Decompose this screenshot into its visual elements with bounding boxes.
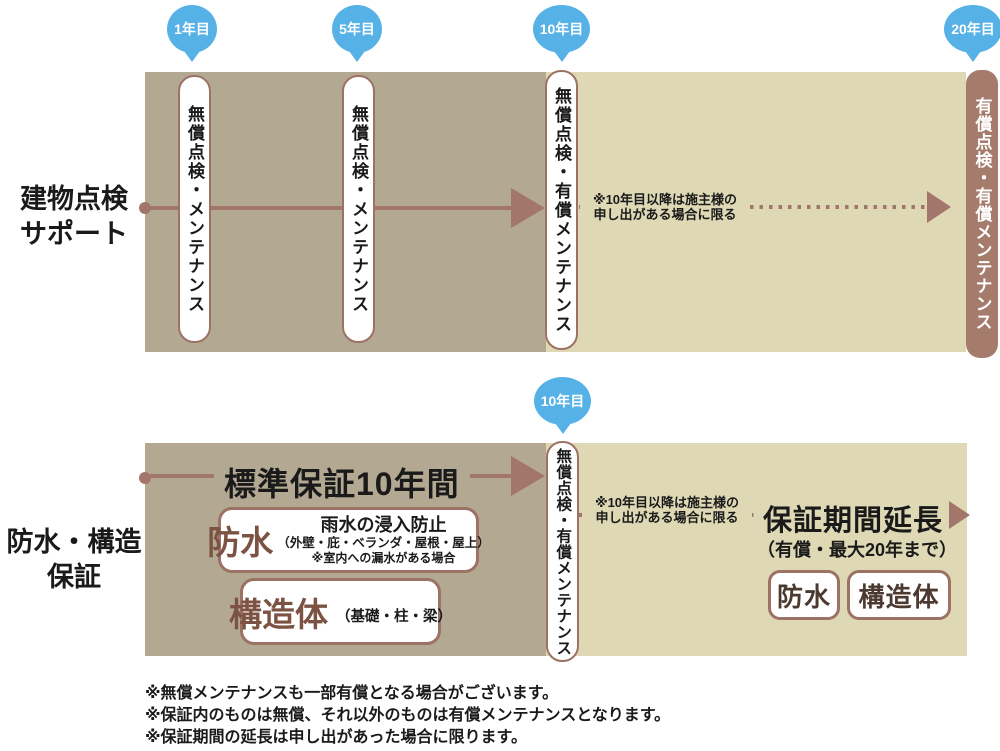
year-marker-20-label: 20年目 — [951, 21, 995, 37]
inspection-solid-arrow-line — [145, 206, 513, 210]
extension-tag-structure-label: 構造体 — [858, 581, 940, 612]
year-marker-10-label: 10年目 — [539, 21, 584, 37]
extension-subtitle: （有償・最大20年まで） — [757, 540, 958, 560]
waterproof-detail-line1: 雨水の浸入防止 — [320, 514, 447, 535]
year-marker-10: 10年目 — [533, 5, 590, 53]
footnote-2: ※保証内のものは無償、それ以外のものは有償メンテナンスとなります。 — [145, 707, 671, 724]
waterproof-title: 防水 — [207, 524, 274, 561]
extension-tag-waterproof-label: 防水 — [776, 581, 831, 612]
inspection-box-year-1-label: 無償点検・メンテナンス — [185, 104, 204, 314]
structure-coverage-box: 構造体 （基礎・柱・梁） — [229, 578, 452, 645]
inspection-box-year-10: 無償点検・有償メンテナンス — [545, 70, 578, 350]
footnotes: ※無償メンテナンスも一部有償となる場合がございます。 ※保証内のものは無償、それ… — [145, 683, 670, 749]
structure-title: 構造体 — [229, 595, 328, 633]
year-marker-1-label: 1年目 — [174, 21, 210, 37]
inspection-box-year-20: 有償点検・有償メンテナンス — [966, 70, 998, 358]
warranty-year-marker-10: 10年目 — [534, 377, 591, 425]
section-title-warranty-line2: 保証 — [47, 562, 101, 592]
year-marker-5-label: 5年目 — [339, 21, 375, 37]
inspection-box-year-10-label: 無償点検・有償メンテナンス — [552, 86, 571, 334]
inspection-box-year-1: 無償点検・メンテナンス — [178, 75, 211, 343]
footnote-1: ※無償メンテナンスも一部有償となる場合がございます。 — [145, 685, 559, 702]
warranty-year-marker-10-label: 10年目 — [540, 393, 585, 409]
inspection-dotted-arrowhead — [927, 191, 951, 223]
waterproof-details: 雨水の浸入防止 （外壁・庇・ベランダ・屋根・屋上） ※室内への漏水がある場合 — [277, 515, 490, 566]
inspection-note: ※10年目以降は施主様の 申し出がある場合に限る — [580, 191, 750, 223]
waterproof-detail-line3: ※室内への漏水がある場合 — [311, 551, 456, 566]
extension-tag-structure: 構造体 — [847, 570, 951, 620]
extension-title: 保証期間延長 — [757, 497, 950, 539]
waterproof-coverage-box: 防水 雨水の浸入防止 （外壁・庇・ベランダ・屋根・屋上） ※室内への漏水がある場… — [207, 507, 490, 573]
year-marker-5: 5年目 — [332, 5, 382, 53]
warranty-dotted-arrowhead — [946, 499, 970, 531]
waterproof-detail-line2: （外壁・庇・ベランダ・屋根・屋上） — [277, 536, 490, 551]
warranty-band-extended-period — [546, 443, 967, 656]
section-title-inspection-line1: 建物点検 — [20, 184, 128, 214]
inspection-note-line1: ※10年目以降は施主様の — [592, 192, 738, 207]
warranty-note-line2: 申し出がある場合に限る — [595, 510, 739, 525]
inspection-box-year-5-label: 無償点検・メンテナンス — [349, 104, 368, 314]
section-title-warranty: 防水・構造 保証 — [0, 525, 148, 595]
section-title-inspection-line2: サポート — [20, 219, 128, 249]
standard-warranty-label: 標準保証10年間 — [214, 459, 470, 505]
inspection-box-year-20-label: 有償点検・有償メンテナンス — [972, 97, 992, 331]
section-title-inspection: 建物点検 サポート — [0, 182, 148, 252]
structure-detail: （基礎・柱・梁） — [336, 609, 452, 625]
inspection-dotted-arrow-line — [579, 205, 927, 209]
section-title-warranty-line1: 防水・構造 — [6, 527, 142, 557]
inspection-note-line2: 申し出がある場合に限る — [593, 207, 737, 222]
warranty-solid-arrowhead — [511, 456, 545, 496]
inspection-solid-arrowhead — [511, 188, 545, 228]
warranty-note: ※10年目以降は施主様の 申し出がある場合に限る — [582, 494, 752, 526]
year-marker-20: 20年目 — [944, 5, 1000, 53]
warranty-note-line1: ※10年目以降は施主様の — [594, 495, 740, 510]
inspection-box-year-5: 無償点検・メンテナンス — [342, 75, 375, 343]
warranty-box-year-10-label: 無償点検・有償メンテナンス — [554, 447, 572, 656]
extension-tag-waterproof: 防水 — [768, 570, 840, 620]
warranty-box-year-10: 無償点検・有償メンテナンス — [546, 441, 579, 662]
year-marker-1: 1年目 — [167, 5, 217, 53]
footnote-3: ※保証期間の延長は申し出があった場合に限ります。 — [145, 729, 527, 746]
